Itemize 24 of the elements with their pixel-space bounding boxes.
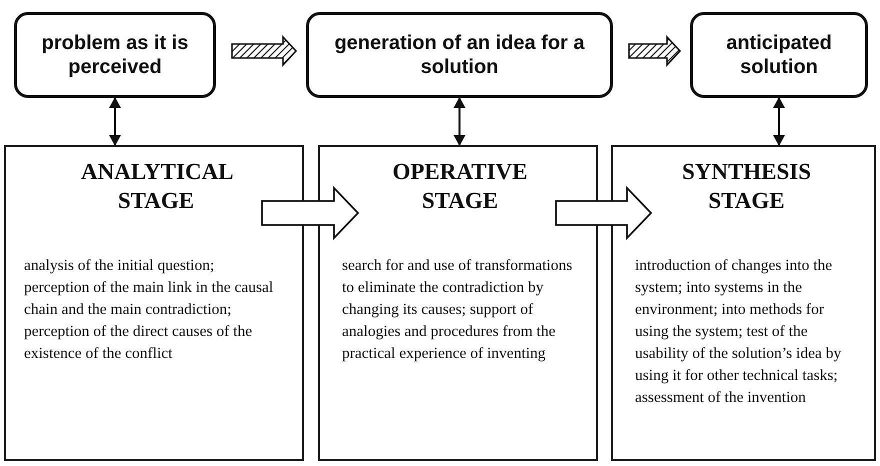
double-arrow xyxy=(109,97,121,146)
stage-description: perception of the main link in the causal chain and the main contradiction; xyxy=(24,278,274,320)
stage-heading: SYNTHESIS STAGE xyxy=(680,158,812,215)
rounded-box xyxy=(690,12,868,98)
box-label: generation of an idea for a solution xyxy=(333,31,586,79)
block-arrow xyxy=(555,186,652,240)
stage-description: perception of the direct causes of the existence of the conflict xyxy=(24,322,254,364)
double-arrow xyxy=(773,97,785,146)
box-label: anticipated solution xyxy=(725,31,833,79)
stage-box xyxy=(4,145,304,461)
stage-description: analysis of the initial question; xyxy=(24,256,216,276)
stage-heading: OPERATIVE STAGE xyxy=(391,158,529,215)
hatched-arrow xyxy=(628,34,682,68)
rounded-box xyxy=(14,12,216,98)
stage-box xyxy=(611,145,876,461)
double-arrow xyxy=(454,97,466,146)
stage-heading: ANALYTICAL STAGE xyxy=(81,158,231,215)
stage-description: introduction of changes into the system; into systems in the environment; into methods for using the system; test of the usability of the solution’s idea by using it for other technical tasks; assessment of the invention xyxy=(635,256,842,408)
block-arrow xyxy=(261,186,360,240)
box-label: problem as it is perceived xyxy=(40,31,190,79)
stage-box xyxy=(318,145,598,461)
hatched-arrow xyxy=(231,34,298,68)
rounded-box xyxy=(306,12,613,98)
stage-description: search for and use of transformations to eliminate the contradiction by changing its causes; support of analogies and procedures from the practical experience of inventing xyxy=(342,256,574,364)
